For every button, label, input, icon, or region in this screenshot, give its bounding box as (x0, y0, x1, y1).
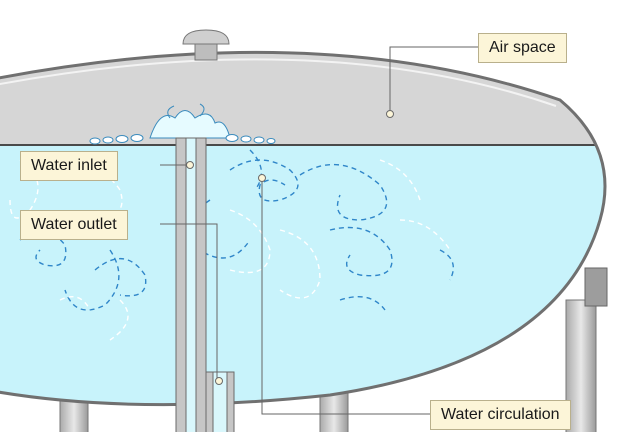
label-water-outlet: Water outlet (20, 210, 128, 240)
pipes (175, 137, 235, 432)
label-water-circulation: Water circulation (430, 400, 571, 430)
swirl (59, 296, 91, 311)
swirl (229, 209, 271, 274)
swirl (9, 159, 39, 219)
leader-water-circulation (261, 178, 430, 415)
label-water-inlet: Water inlet (20, 151, 118, 181)
inlet-splash (89, 103, 276, 145)
inlet-pipe-bore (185, 137, 197, 432)
swirl (399, 219, 451, 251)
leader-water-outlet (160, 223, 218, 380)
tank-highlight (0, 58, 557, 107)
leg-middle (319, 391, 349, 432)
swirl (19, 230, 67, 267)
swirl (439, 249, 454, 281)
label-air-space: Air space (478, 33, 567, 63)
swirl (94, 257, 147, 297)
leader-lines (160, 46, 478, 415)
dot-water-circulation (258, 174, 266, 182)
water-region (0, 145, 605, 405)
leader-dots (186, 110, 394, 385)
air-space-region (0, 52, 605, 145)
dot-water-outlet (215, 377, 223, 385)
tank-legs (59, 267, 608, 432)
dot-water-inlet (186, 161, 194, 169)
swirl (109, 299, 129, 341)
swirl (379, 159, 421, 201)
outlet-pipe-bore (212, 371, 228, 432)
leg-right (565, 299, 597, 432)
swirl (279, 229, 321, 299)
swirl (249, 149, 263, 191)
dot-air-space (386, 110, 394, 118)
swirl (229, 159, 299, 202)
swirl (299, 163, 388, 221)
vent-cap (182, 29, 230, 61)
leg-bracket (584, 267, 608, 307)
swirl (339, 296, 386, 311)
leader-air-space (389, 46, 478, 114)
